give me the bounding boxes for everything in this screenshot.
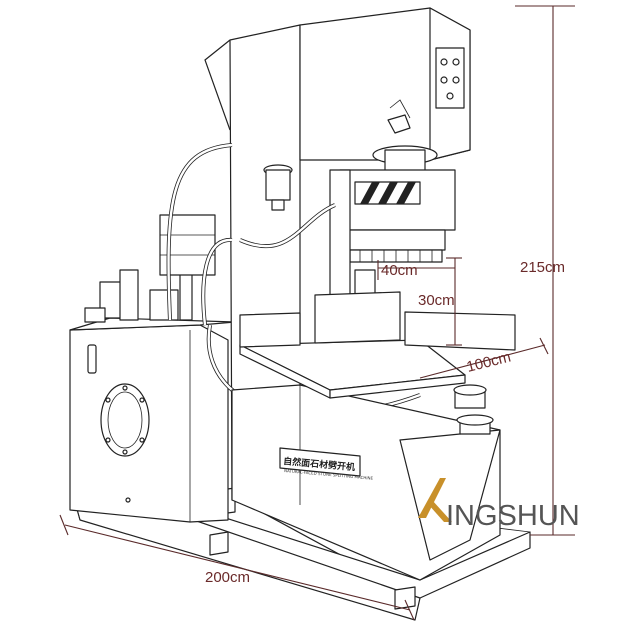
width-label: 200cm — [205, 569, 250, 586]
blade-height-label: 30cm — [418, 292, 455, 309]
main-column — [229, 7, 471, 501]
brand-logo: INGSHUN — [418, 478, 580, 532]
worktable — [239, 291, 516, 409]
lower-body — [231, 384, 501, 581]
button-icon — [440, 76, 448, 84]
brand-text: INGSHUN — [446, 500, 580, 532]
height-dimension: 215cm — [515, 5, 575, 536]
upper-head — [329, 145, 456, 306]
button-icon — [446, 92, 454, 100]
oil-level-gauge — [87, 344, 97, 374]
button-icon — [452, 76, 460, 84]
width-dimension: 200cm — [59, 514, 415, 621]
pump-motor — [84, 214, 216, 323]
button-icon — [440, 58, 448, 66]
table-width-label: 100cm — [465, 348, 513, 375]
button-icon — [452, 58, 460, 66]
blade-gap-label: 40cm — [381, 262, 418, 279]
logo-mark-icon — [418, 478, 446, 518]
inspection-port — [100, 383, 150, 457]
nameplate: 自然面石材劈开机 NATURAL-FACED STONE SPLITTING M… — [279, 447, 374, 481]
hydraulic-tank — [69, 317, 236, 523]
height-label: 215cm — [520, 259, 565, 276]
blade-dimensions: 40cm 30cm — [377, 257, 462, 346]
lubricator — [263, 164, 293, 211]
